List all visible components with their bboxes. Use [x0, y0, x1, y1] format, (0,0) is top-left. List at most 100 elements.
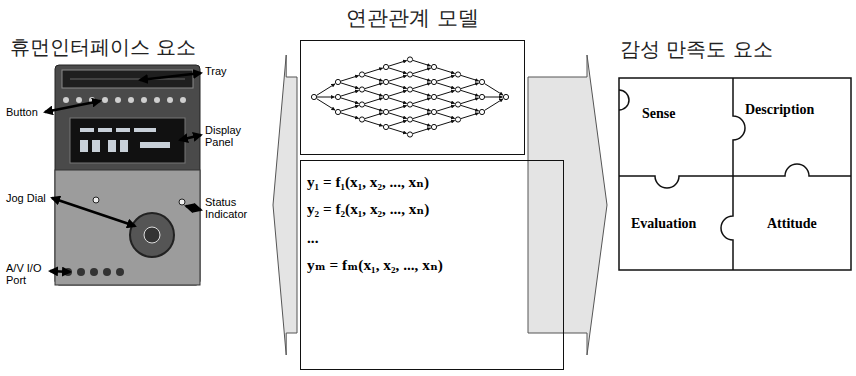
network-link	[413, 120, 431, 126]
network-link	[461, 105, 479, 111]
jog-dial-center	[144, 227, 160, 243]
network-link	[389, 121, 407, 127]
piece-label: Description	[745, 102, 814, 118]
network-link	[485, 84, 503, 96]
network-node	[359, 117, 364, 122]
network-link	[389, 113, 407, 119]
network-node	[431, 124, 436, 129]
network-node	[431, 79, 436, 84]
network-link	[389, 61, 407, 67]
puzzle-seam	[721, 78, 745, 270]
network-node	[479, 109, 484, 114]
block-arrow	[273, 55, 297, 355]
network-link	[413, 60, 431, 66]
jog-dial	[130, 213, 174, 257]
callout-label: A/V I/O Port	[6, 262, 48, 286]
network-node	[407, 132, 412, 137]
network-node	[431, 94, 436, 99]
callout-label: Button	[6, 106, 38, 118]
device-body	[55, 65, 200, 285]
puzzle-seam	[619, 164, 851, 188]
network-link	[389, 98, 407, 104]
network-link	[365, 75, 383, 81]
network-link	[389, 76, 407, 82]
group-heading: 감성 만족도 요소	[620, 36, 856, 63]
piece-label: Sense	[642, 106, 675, 122]
network-node	[383, 94, 388, 99]
model-box: 연관관계 모델	[300, 40, 525, 155]
network-link	[413, 105, 431, 111]
network-node	[455, 87, 460, 92]
network-link	[365, 113, 383, 119]
network-link	[389, 106, 407, 112]
callout-label: Tray	[205, 65, 227, 77]
device-tray	[62, 70, 193, 88]
puzzle-frame	[619, 78, 851, 270]
network-link	[461, 90, 479, 96]
puzzle-knob	[619, 90, 629, 110]
network-link	[317, 99, 335, 111]
network-link	[437, 91, 455, 97]
status-led	[179, 199, 185, 205]
network-link	[437, 76, 455, 82]
network-link	[461, 113, 479, 119]
device-buttons	[63, 97, 186, 103]
group-heading: 휴먼인터페이스 요소	[10, 34, 274, 61]
network-link	[437, 68, 455, 74]
network-node	[407, 117, 412, 122]
equation: yₘ = fₘ(x₁, x₂, ..., xₙ)	[307, 256, 569, 274]
network-link	[365, 98, 383, 104]
block-arrow	[528, 55, 607, 355]
network-node	[479, 79, 484, 84]
network-link	[485, 99, 503, 111]
network-node	[455, 102, 460, 107]
network-node	[311, 94, 316, 99]
network-link	[389, 83, 407, 89]
network-link	[413, 68, 431, 74]
network-node	[359, 87, 364, 92]
network-node	[383, 124, 388, 129]
network-node	[335, 109, 340, 114]
network-link	[413, 83, 431, 89]
callout-label: Display Panel	[205, 124, 253, 148]
network-link	[413, 98, 431, 104]
network-node	[407, 102, 412, 107]
equation: y₂ = f₂(x₁, x₂, ..., xₙ)	[307, 200, 569, 218]
network-node	[335, 94, 340, 99]
piece-label: Attitude	[767, 216, 817, 232]
network-link	[389, 128, 407, 134]
callout-label: Jog Dial	[6, 192, 46, 204]
network-link	[341, 76, 359, 82]
satisfaction-group: 감성 만족도 요소 Sense DescriptionEvaluation Attit…	[615, 36, 856, 272]
network-node	[431, 109, 436, 114]
network-link	[341, 83, 359, 89]
network-link	[461, 98, 479, 104]
puzzle-piece: Evaluation	[629, 214, 698, 234]
network-node	[383, 79, 388, 84]
network-link	[317, 84, 335, 96]
network-link	[413, 113, 431, 119]
network-link	[365, 105, 383, 111]
puzzle-piece: Description	[743, 100, 816, 120]
network-node	[383, 109, 388, 114]
display-segments	[80, 128, 170, 152]
network-link	[341, 98, 359, 104]
puzzle-piece: Attitude	[765, 214, 819, 234]
puzzle-piece: Sense	[640, 104, 677, 124]
network-node	[335, 79, 340, 84]
network-node	[407, 57, 412, 62]
network-link	[341, 106, 359, 112]
network-node	[455, 72, 460, 77]
device-ports	[64, 268, 124, 276]
network-link	[365, 90, 383, 96]
network-node	[359, 102, 364, 107]
callout-arrows	[45, 73, 201, 272]
network-link	[413, 128, 431, 134]
network-link	[413, 90, 431, 96]
network-node	[383, 64, 388, 69]
network-node	[407, 87, 412, 92]
network-link	[461, 83, 479, 89]
network-link	[365, 120, 383, 126]
network-link	[437, 113, 455, 119]
